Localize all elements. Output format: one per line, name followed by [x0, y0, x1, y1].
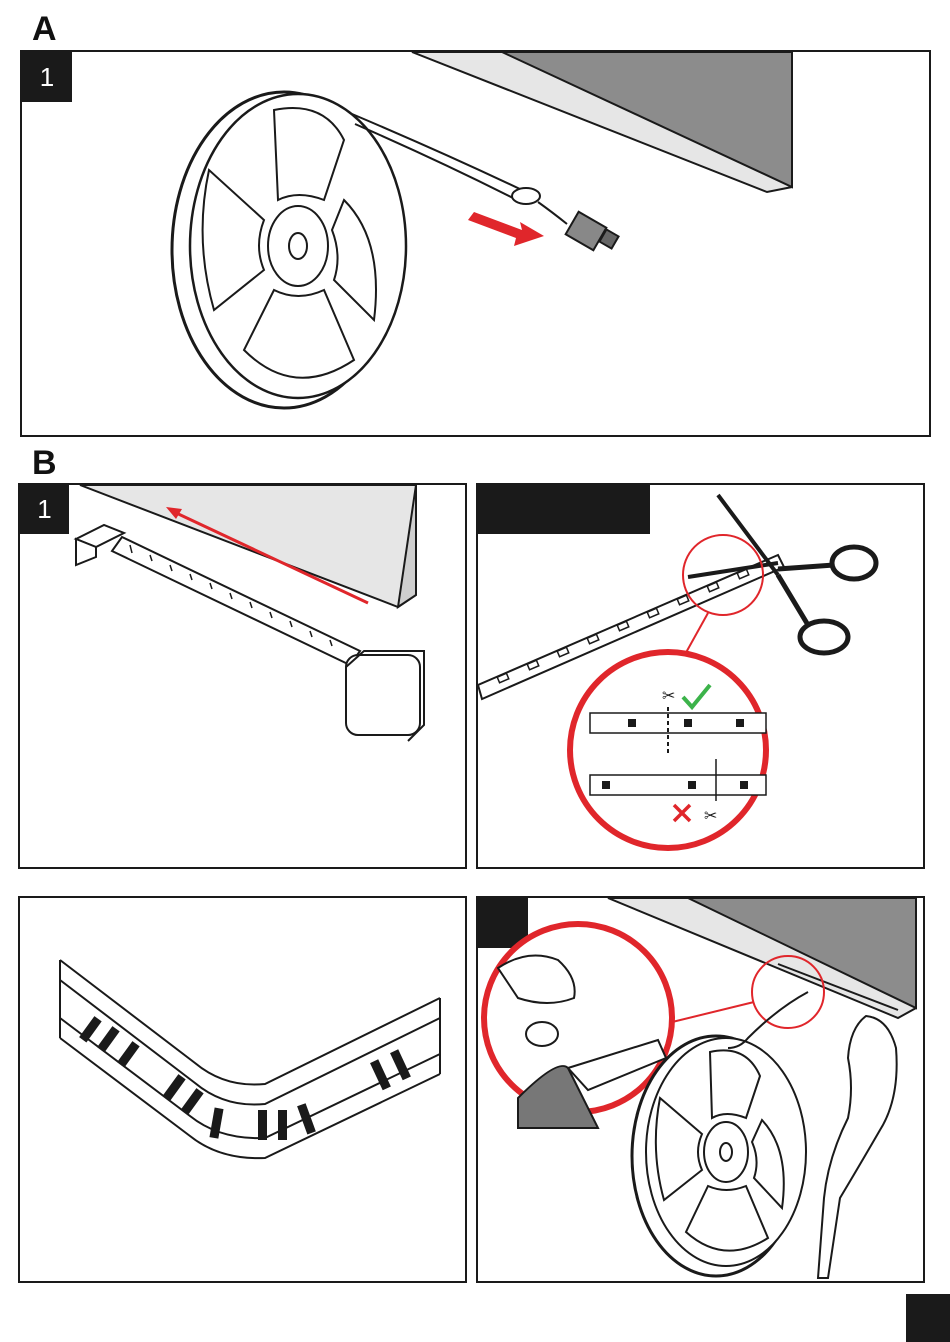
panel-b2: ✂ ✂: [476, 483, 925, 869]
scissors-icon: ✂: [662, 686, 675, 705]
cut-strip-illustration: ✂ ✂: [478, 485, 925, 869]
scissors-icon: [688, 495, 876, 653]
hand: [818, 1016, 897, 1278]
section-letter-a: A: [32, 12, 57, 46]
scissors-icon: ✂: [704, 806, 717, 825]
panel-b1: 1: [18, 483, 467, 869]
led-reel-unpack-illustration: [22, 52, 931, 437]
strip-bend-illustration: [20, 898, 467, 1283]
direction-arrow: [468, 212, 544, 246]
page-number-tab: [906, 1294, 950, 1342]
bent-led-strip: [60, 960, 440, 1158]
panel-b3: [18, 896, 467, 1283]
strip-segment-marks: [79, 1016, 411, 1140]
led-strip-reel: [172, 92, 406, 408]
measure-surface-illustration: [20, 485, 467, 869]
section-letter-b: B: [32, 446, 57, 480]
power-connector-plug: [566, 212, 619, 251]
panel-b4: [476, 896, 925, 1283]
stick-strip-illustration: [478, 898, 925, 1283]
led-strip-reel: [632, 1036, 806, 1276]
cut-line-detail-callout: ✂ ✂: [570, 652, 766, 848]
panel-a1: 1: [20, 50, 931, 437]
